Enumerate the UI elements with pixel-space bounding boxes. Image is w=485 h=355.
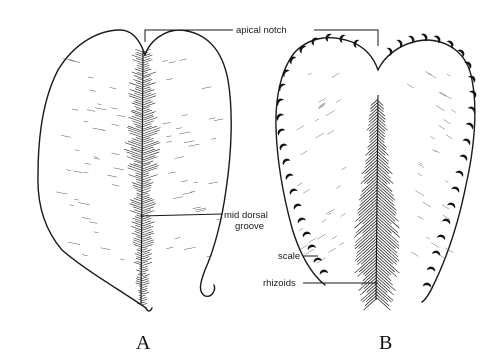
label-mid-dorsal-groove-line2: groove	[235, 221, 264, 232]
label-apical-notch: apical notch	[236, 25, 287, 36]
caption-a: A	[136, 332, 151, 354]
label-mid-dorsal-groove-line1: mid dorsal	[224, 210, 268, 221]
caption-b: B	[379, 332, 392, 354]
label-scale: scale	[278, 251, 300, 262]
label-rhizoids: rhizoids	[263, 278, 296, 289]
